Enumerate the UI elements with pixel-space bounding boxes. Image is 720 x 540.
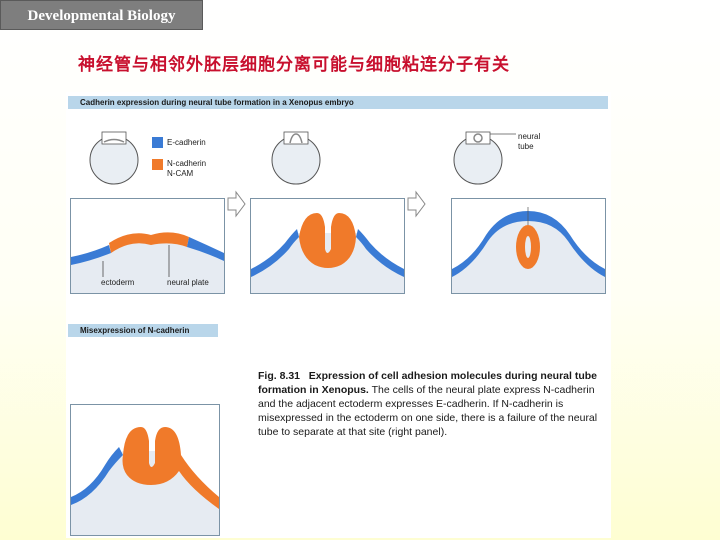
embryo-stage-2 (271, 131, 321, 185)
legend-e-cadherin-swatch (152, 137, 163, 148)
zoom-panel-stage-1: ectoderm neural plate (70, 198, 225, 294)
neural-tube-label: neural (518, 132, 541, 141)
slide-title: 神经管与相邻外胚层细胞分离可能与细胞粘连分子有关 (78, 55, 510, 75)
caption-body: The cells of the neural plate express N-… (258, 384, 598, 438)
legend-ncam-label: N-CAM (167, 169, 194, 178)
course-header-tab: Developmental Biology (0, 0, 203, 30)
stage-arrow-2 (407, 190, 426, 218)
neural-plate-label: neural plate (167, 278, 209, 287)
ectoderm-label: ectoderm (101, 278, 135, 287)
legend-n-cadherin-swatch (152, 159, 163, 170)
stage-arrow-1 (227, 190, 246, 218)
bottom-panel-title: Misexpression of N-cadherin (68, 324, 218, 337)
embryo-stage-1 (89, 131, 139, 185)
zoom-panel-stage-2 (250, 198, 405, 294)
caption-fig-number: Fig. 8.31 (258, 370, 301, 382)
legend-n-cadherin-label: N-cadherin (167, 159, 207, 168)
misexpression-panel (70, 404, 220, 536)
legend-e-cadherin-label: E-cadherin (167, 138, 206, 147)
textbook-figure: Cadherin expression during neural tube f… (66, 92, 611, 538)
figure-caption: Fig. 8.31 Expression of cell adhesion mo… (258, 369, 608, 439)
top-panel-title: Cadherin expression during neural tube f… (68, 96, 608, 109)
embryo-stage-3 (453, 131, 516, 185)
zoom-panel-stage-3 (451, 198, 606, 294)
neural-tube-label-2: tube (518, 142, 534, 151)
caption-title: Expression of cell adhesion molecules du… (258, 370, 598, 396)
